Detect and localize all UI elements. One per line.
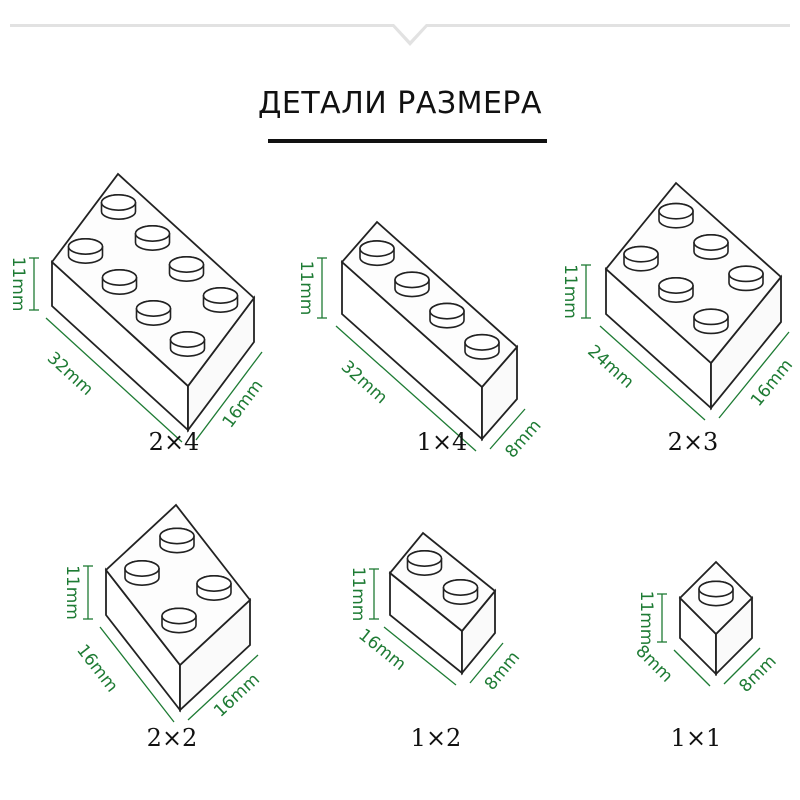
brick-stud	[698, 580, 734, 607]
divider-notch-inner	[394, 24, 426, 41]
brick-2×3: 11mm 24mm 16mm	[560, 181, 797, 421]
length-label: 32mm	[337, 357, 391, 408]
brick-stud	[406, 550, 443, 576]
brick-stud	[728, 265, 764, 292]
brick-caption-2x2: 2×2	[146, 724, 198, 752]
length-label: 24mm	[583, 341, 637, 392]
brick-caption-1x2: 1×2	[410, 724, 462, 752]
height-label: 11mm	[560, 264, 580, 319]
brick-stud	[464, 333, 500, 360]
brick-stud	[442, 579, 479, 605]
brick-caption-1x4: 1×4	[416, 428, 468, 456]
brick-top-face	[104, 503, 252, 667]
brick-1×2: 11mm 16mm 8mm	[348, 531, 524, 695]
width-label: 8mm	[481, 648, 524, 695]
brick-caption-1x1: 1×1	[670, 724, 722, 752]
brick-stud	[693, 234, 729, 260]
length-label: 32mm	[43, 348, 97, 400]
width-label: 16mm	[747, 355, 797, 410]
brick-caption-2x3: 2×3	[667, 428, 719, 456]
brick-stud	[67, 238, 104, 264]
width-label: 8mm	[502, 416, 546, 462]
length-label: 16mm	[72, 641, 121, 696]
brick-stud	[161, 607, 197, 634]
brick-stud	[429, 302, 465, 329]
width-label: 16mm	[210, 670, 264, 722]
brick-2×4: 11mm 32mm 16mm	[8, 172, 268, 443]
brick-2×2: 11mm 16mm 16mm	[62, 503, 264, 723]
title-underline	[268, 139, 547, 143]
brick-stud	[134, 225, 171, 251]
brick-stud	[100, 194, 137, 220]
brick-stud	[623, 245, 659, 272]
brick-stud	[394, 271, 430, 298]
width-label: 8mm	[735, 651, 780, 696]
brick-stud	[693, 308, 729, 335]
brick-stud	[202, 287, 239, 313]
brick-stud	[359, 240, 395, 267]
height-label: 11mm	[636, 591, 656, 646]
brick-stud	[124, 560, 160, 586]
brick-stud	[658, 202, 694, 229]
height-label: 11mm	[348, 567, 368, 622]
brick-top-face	[604, 181, 783, 365]
brick-stud	[135, 300, 172, 326]
brick-stud	[159, 527, 195, 554]
height-label: 11mm	[296, 261, 316, 316]
page-title: ДЕТАЛИ РАЗМЕРА	[257, 86, 543, 121]
length-label: 16mm	[354, 625, 409, 675]
height-label: 11mm	[8, 257, 28, 312]
brick-caption-2x4: 2×4	[148, 428, 200, 456]
brick-stud	[168, 256, 205, 282]
width-label: 16mm	[219, 376, 268, 432]
brick-stud	[658, 277, 694, 303]
brick-stud	[101, 269, 138, 295]
length-label: 8mm	[631, 641, 676, 686]
brick-top-face	[50, 172, 256, 388]
brick-stud	[169, 331, 206, 357]
height-label: 11mm	[62, 565, 82, 620]
brick-stud	[196, 575, 232, 601]
brick-1×4: 11mm 32mm 8mm	[296, 220, 546, 462]
